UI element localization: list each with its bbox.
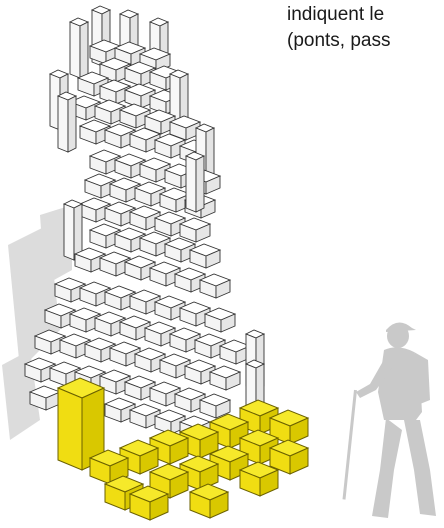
hiker-silhouette-icon (343, 322, 436, 518)
middle-path-blocks (64, 150, 230, 298)
